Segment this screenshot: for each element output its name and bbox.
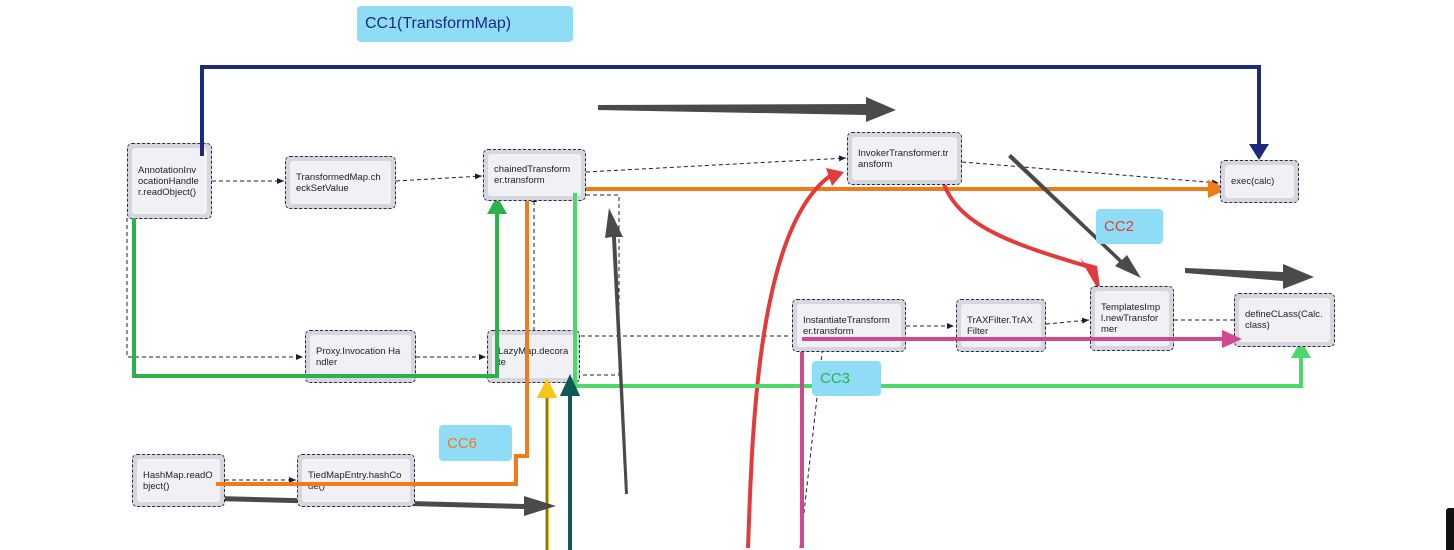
yellow-arrow [537, 378, 557, 550]
node-chained-transformer[interactable]: chainedTransformer.transform [483, 149, 586, 201]
connector-invoker-exec [961, 161, 1220, 186]
node-annotation-label: AnnotationInvocationHandler.readObject() [132, 148, 207, 214]
node-transformed-map-label: TransformedMap.checkSetValue [290, 161, 391, 204]
teal-arrow [560, 374, 580, 550]
edge-mark [1446, 508, 1454, 550]
cc1-label: CC1(TransformMap) [357, 6, 573, 42]
node-templates-label: TemplatesImpl.newTransformer [1095, 291, 1169, 346]
node-exec-label: exec(calc) [1225, 165, 1294, 198]
connector-chained-invoker [585, 155, 847, 173]
gray-arrow-diagonal [1008, 154, 1141, 278]
connector-trax-templates [1045, 317, 1090, 325]
cc1-path [200, 65, 1269, 160]
cc3-label: CC3 [812, 361, 881, 396]
node-annotation-invocation-handler[interactable]: AnnotationInvocationHandler.readObject() [127, 143, 212, 219]
gray-arrow-vertical [605, 208, 628, 494]
node-instantiate-transformer[interactable]: InstantiateTransformer.transform [792, 299, 906, 352]
cc6-path [216, 180, 1228, 486]
node-templates-impl[interactable]: TemplatesImpl.newTransformer [1090, 286, 1174, 351]
node-proxy-invocation-handler[interactable]: Proxy.Invocation Handler [305, 330, 416, 383]
connector-chained-loop [557, 194, 620, 376]
node-define-class[interactable]: defineCLass(Calc.class) [1234, 293, 1335, 347]
cc2-label: CC2 [1096, 209, 1163, 244]
gray-arrows [176, 97, 1314, 516]
cc2-path [746, 168, 1101, 549]
node-hashmap-label: HashMap.readObject() [137, 459, 220, 502]
cc3-path [573, 193, 1311, 388]
gray-arrow-top [598, 97, 896, 122]
node-traxfilter[interactable]: TrAXFilter.TrAXFilter [956, 299, 1046, 352]
node-lazymap-decorate[interactable]: LazyMap.decorate [487, 330, 580, 383]
node-define-class-label: defineCLass(Calc.class) [1239, 298, 1330, 342]
node-invoker-transformer-label: InvokerTransformer.transform [852, 137, 957, 180]
node-tiedmapentry-hashcode[interactable]: TiedMapEntry.hashCode() [297, 454, 415, 507]
node-traxfilter-label: TrAXFilter.TrAXFilter [961, 304, 1041, 347]
node-invoker-transformer[interactable]: InvokerTransformer.transform [847, 132, 962, 185]
node-instantiate-label: InstantiateTransformer.transform [797, 304, 901, 347]
connector-transformedmap-chained [395, 173, 483, 182]
gray-arrow-bottom [176, 495, 556, 516]
cc6-label: CC6 [439, 425, 512, 461]
node-chained-transformer-label: chainedTransformer.transform [488, 154, 581, 196]
node-hashmap-readobject[interactable]: HashMap.readObject() [132, 454, 225, 507]
node-proxy-label: Proxy.Invocation Handler [310, 335, 411, 378]
connector-annotation-proxy [126, 218, 303, 360]
node-transformed-map[interactable]: TransformedMap.checkSetValue [285, 156, 396, 209]
node-tiedmapentry-label: TiedMapEntry.hashCode() [302, 459, 410, 502]
node-lazymap-label: LazyMap.decorate [492, 335, 575, 378]
node-exec[interactable]: exec(calc) [1220, 160, 1299, 203]
gray-arrow-right [1185, 264, 1314, 289]
